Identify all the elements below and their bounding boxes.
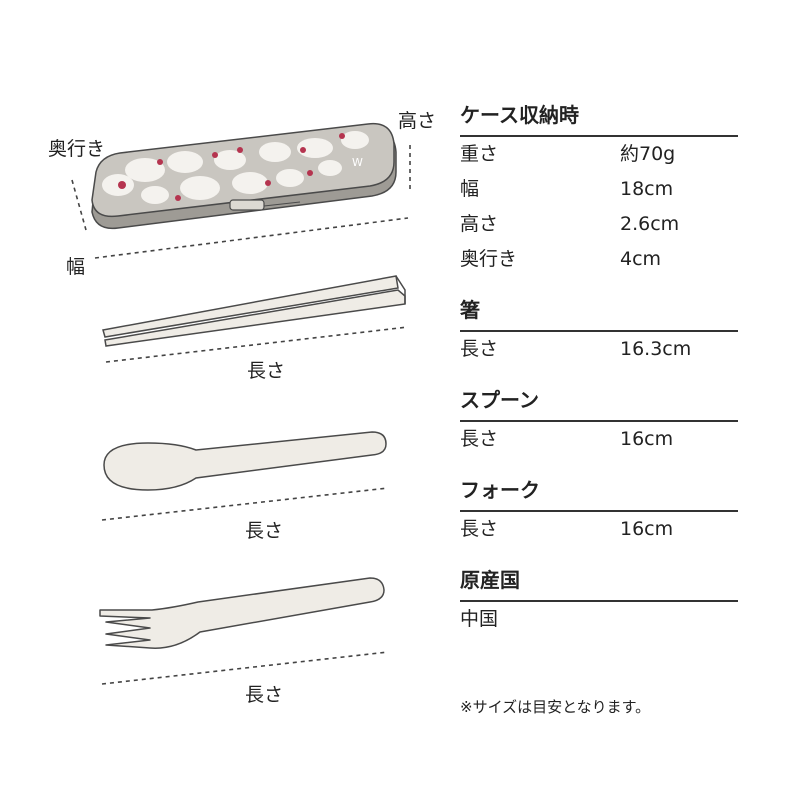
size-note: ※サイズは目安となります。	[460, 698, 651, 716]
spec-section-case: ケース収納時 重さ 約70g 幅 18cm 高さ 2.6cm 奥行き 4cm	[460, 100, 738, 277]
spec-row: 中国	[460, 602, 738, 637]
spec-section-chopsticks: 箸 長さ 16.3cm	[460, 295, 738, 367]
section-title: スプーン	[460, 388, 539, 412]
spec-value: 4cm	[620, 248, 662, 270]
case-depth-line	[71, 179, 87, 231]
section-title: 原産国	[460, 568, 520, 592]
section-title: ケース収納時	[460, 103, 579, 127]
spec-value: 約70g	[620, 143, 676, 165]
spec-row: 長さ 16.3cm	[460, 332, 738, 367]
spec-value: 16.3cm	[620, 338, 692, 360]
chopsticks-length-line	[105, 326, 409, 363]
spec-row: 重さ 約70g	[460, 137, 738, 172]
spec-label: 長さ	[460, 518, 499, 540]
spec-value: 18cm	[620, 178, 674, 200]
section-divider	[460, 330, 738, 332]
section-divider	[460, 600, 738, 602]
cutlery-set-illustration: W	[71, 122, 411, 685]
spec-label: 重さ	[460, 143, 499, 165]
section-divider	[460, 135, 738, 137]
spec-section-spoon: スプーン 長さ 16cm	[460, 385, 738, 457]
case-logo: W	[352, 156, 363, 169]
case-depth-label: 奥行き	[48, 138, 106, 160]
section-title: 箸	[460, 298, 480, 322]
case-width-label: 幅	[66, 256, 86, 278]
case-height-label: 高さ	[398, 110, 437, 132]
case-illustration: W	[91, 122, 397, 230]
spec-row: 幅 18cm	[460, 172, 738, 207]
spec-table: ケース収納時 重さ 約70g 幅 18cm 高さ 2.6cm 奥行き 4cm 箸 長さ 1…	[460, 100, 738, 637]
spec-row: 高さ 2.6cm	[460, 207, 738, 242]
section-divider	[460, 510, 738, 512]
spec-label: 奥行き	[460, 248, 518, 270]
illustration-area: W 高さ 奥行き 幅 長さ 長さ 長さ	[48, 110, 437, 706]
spec-row: 長さ 16cm	[460, 512, 738, 547]
spec-row: 奥行き 4cm	[460, 242, 738, 277]
spec-label: 中国	[460, 608, 499, 630]
fork-illustration	[99, 577, 385, 649]
spec-value: 16cm	[620, 428, 674, 450]
spec-label: 高さ	[460, 213, 499, 235]
spec-row: 長さ 16cm	[460, 422, 738, 457]
section-title: フォーク	[460, 478, 540, 502]
section-divider	[460, 420, 738, 422]
spec-section-fork: フォーク 長さ 16cm	[460, 475, 738, 547]
spec-value	[620, 602, 738, 637]
spoon-length-label: 長さ	[245, 520, 284, 542]
fork-length-label: 長さ	[245, 684, 284, 706]
spec-label: 長さ	[460, 338, 499, 360]
spec-value: 2.6cm	[620, 213, 680, 235]
chopsticks-length-label: 長さ	[247, 360, 286, 382]
spoon-illustration	[103, 431, 387, 491]
spec-label: 長さ	[460, 428, 499, 450]
spec-label: 幅	[460, 178, 480, 200]
spec-section-origin: 原産国 中国	[460, 565, 738, 637]
chopsticks-illustration	[102, 275, 406, 347]
spec-value: 16cm	[620, 518, 674, 540]
